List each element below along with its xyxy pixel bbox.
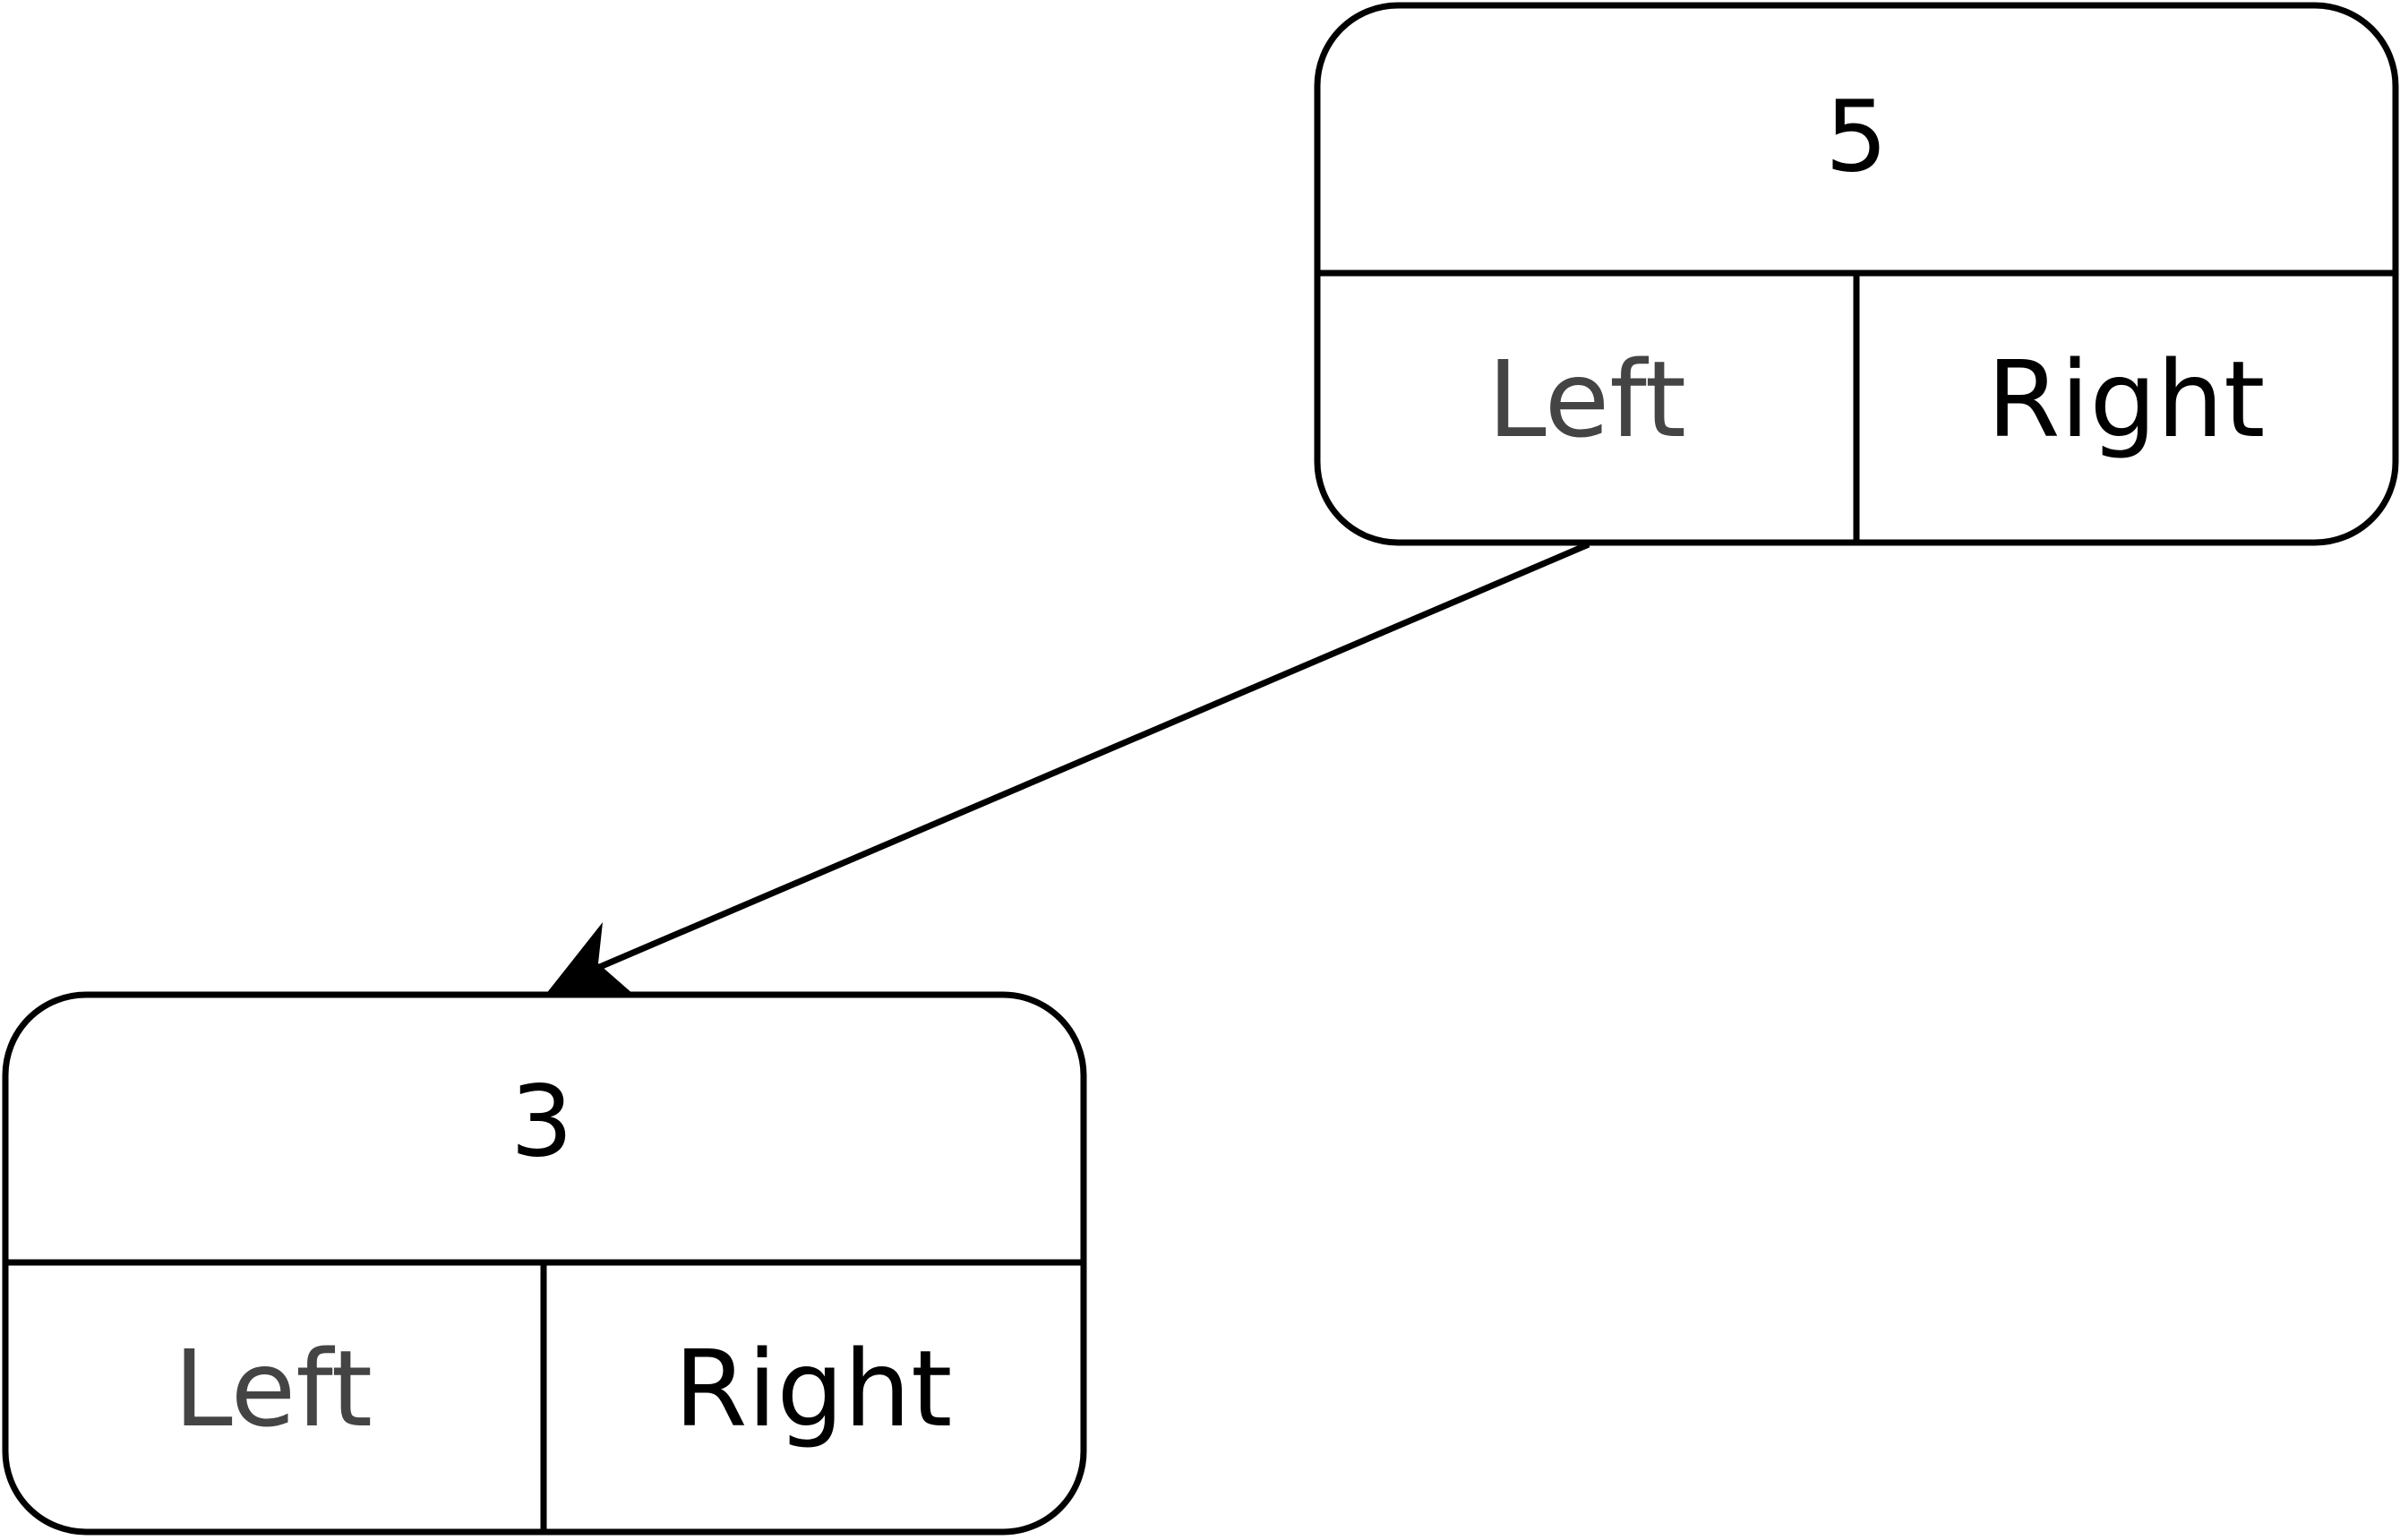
tree-node-child[interactable]: 3 Left Right	[2, 991, 1087, 1536]
node-value: 5	[1825, 79, 1888, 193]
left-pointer-label[interactable]: Left	[174, 1327, 373, 1450]
edge-root-left-to-child	[545, 541, 1590, 995]
right-pointer-label[interactable]: Right	[1987, 338, 2266, 461]
tree-node-root[interactable]: 5 Left Right	[1314, 2, 2399, 546]
left-pointer-label[interactable]: Left	[1487, 338, 1686, 461]
edge-line	[594, 541, 1590, 972]
node-value: 3	[510, 1064, 573, 1178]
right-pointer-label[interactable]: Right	[674, 1327, 953, 1450]
arrowhead-icon	[545, 922, 634, 995]
